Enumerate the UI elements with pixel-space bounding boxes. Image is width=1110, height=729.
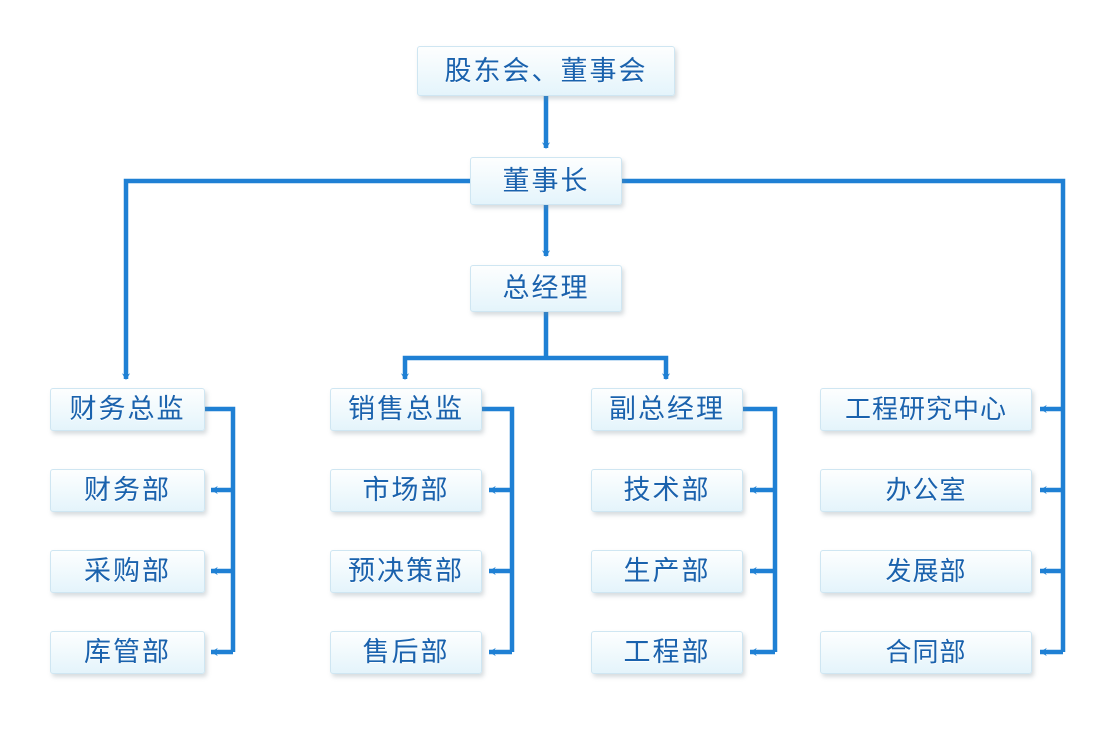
node-production-dept[interactable]: 生产部 (591, 550, 743, 593)
node-budget-decision-dept[interactable]: 预决策部 (330, 550, 482, 593)
node-after-sales-dept[interactable]: 售后部 (330, 631, 482, 674)
node-sales-director[interactable]: 销售总监 (330, 388, 482, 431)
edge-gm-to-sales-director (400, 355, 546, 380)
edge-col3-spine (743, 406, 778, 652)
edge-gm-to-deputy-gm (546, 355, 671, 380)
node-technology-dept[interactable]: 技术部 (591, 469, 743, 512)
node-finance-director[interactable]: 财务总监 (50, 388, 205, 431)
node-shareholders-board[interactable]: 股东会、董事会 (417, 46, 675, 96)
node-engineering-dept[interactable]: 工程部 (591, 631, 743, 674)
node-office[interactable]: 办公室 (820, 469, 1032, 512)
node-warehouse-dept[interactable]: 库管部 (50, 631, 205, 674)
node-contract-dept[interactable]: 合同部 (820, 631, 1032, 674)
edge-chairman-to-finance-director (121, 178, 470, 380)
node-purchasing-dept[interactable]: 采购部 (50, 550, 205, 593)
node-engineering-research-center[interactable]: 工程研究中心 (820, 388, 1032, 431)
node-finance-dept[interactable]: 财务部 (50, 469, 205, 512)
node-general-manager[interactable]: 总经理 (470, 265, 622, 312)
node-marketing-dept[interactable]: 市场部 (330, 469, 482, 512)
edge-col2-spine (482, 406, 515, 652)
node-chairman[interactable]: 董事长 (470, 157, 622, 205)
node-deputy-general-manager[interactable]: 副总经理 (591, 388, 743, 431)
node-development-dept[interactable]: 发展部 (820, 550, 1032, 593)
edge-col1-spine (205, 406, 236, 652)
